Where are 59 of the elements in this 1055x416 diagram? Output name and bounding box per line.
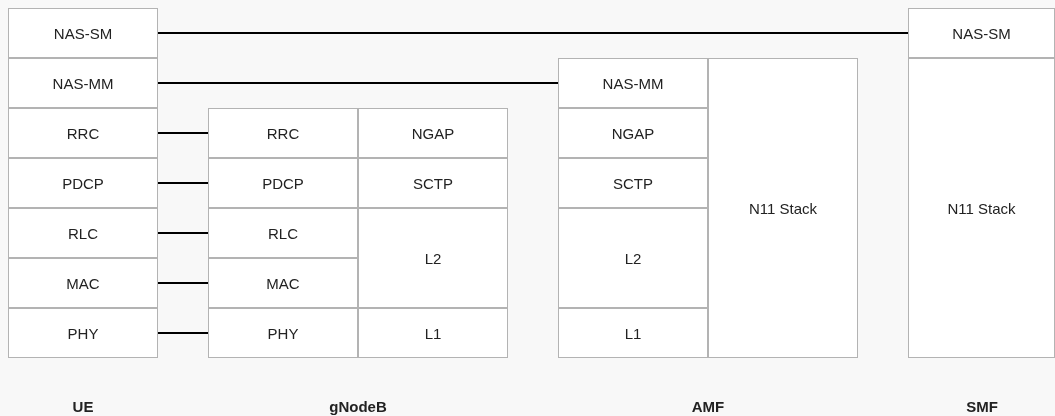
layer-label: NAS-SM <box>53 24 113 42</box>
protocol-layer-box <box>208 308 358 358</box>
layer-label: L1 <box>624 324 642 342</box>
protocol-layer-box <box>708 58 858 358</box>
layer-label: RLC <box>268 224 298 242</box>
layer-label: NAS-SM <box>952 24 1011 42</box>
protocol-layer-box <box>558 108 708 158</box>
connector-line <box>157 332 209 334</box>
layer-label: SCTP <box>413 174 453 192</box>
protocol-layer-box <box>358 308 508 358</box>
protocol-layer-box <box>8 108 158 158</box>
protocol-layer-box <box>558 208 708 308</box>
entity-name: gNodeB <box>329 398 387 415</box>
connector-line <box>157 232 209 234</box>
layer-label: PHY <box>267 324 299 342</box>
layer-label: N11 Stack <box>947 199 1016 217</box>
protocol-layer-box <box>358 158 508 208</box>
protocol-layer-box <box>208 158 358 208</box>
connector-line <box>157 82 559 84</box>
connector-line <box>157 132 209 134</box>
connector-line <box>157 282 209 284</box>
layer-label: PDCP <box>262 174 304 192</box>
protocol-layer-box <box>8 308 158 358</box>
protocol-layer-box <box>208 208 358 258</box>
layer-label: RRC <box>266 124 300 142</box>
layer-label: MAC <box>266 274 300 292</box>
protocol-layer-box <box>558 158 708 208</box>
layer-label: L2 <box>424 249 442 267</box>
protocol-layer-box <box>8 208 158 258</box>
entity-name: AMF <box>691 398 725 415</box>
layer-label: L2 <box>624 249 642 267</box>
layer-label: PHY <box>67 324 99 342</box>
protocol-layer-box <box>908 8 1055 58</box>
protocol-layer-box <box>558 58 708 108</box>
protocol-layer-box <box>208 258 358 308</box>
layer-label: NGAP <box>611 124 655 142</box>
layer-label: NAS-MM <box>52 74 114 92</box>
protocol-layer-box <box>8 58 158 108</box>
layer-label: NGAP <box>411 124 455 142</box>
layer-label: L1 <box>424 324 442 342</box>
protocol-layer-box <box>558 308 708 358</box>
protocol-layer-box <box>8 258 158 308</box>
layer-label: SCTP <box>613 174 653 192</box>
layer-label: PDCP <box>62 174 104 192</box>
protocol-layer-box <box>358 208 508 308</box>
layer-label: MAC <box>66 274 100 292</box>
protocol-layer-box <box>358 108 508 158</box>
layer-label: RLC <box>68 224 98 242</box>
layer-label: N11 Stack <box>748 199 818 217</box>
protocol-layer-box <box>908 58 1055 358</box>
protocol-layer-box <box>8 8 158 58</box>
layer-label: RRC <box>66 124 100 142</box>
protocol-layer-box <box>208 108 358 158</box>
connector-line <box>157 182 209 184</box>
entity-name: SMF <box>966 398 998 415</box>
layer-label: NAS-MM <box>602 74 664 92</box>
entity-name: UE <box>72 398 94 415</box>
protocol-layer-box <box>8 158 158 208</box>
connector-line <box>157 32 909 34</box>
